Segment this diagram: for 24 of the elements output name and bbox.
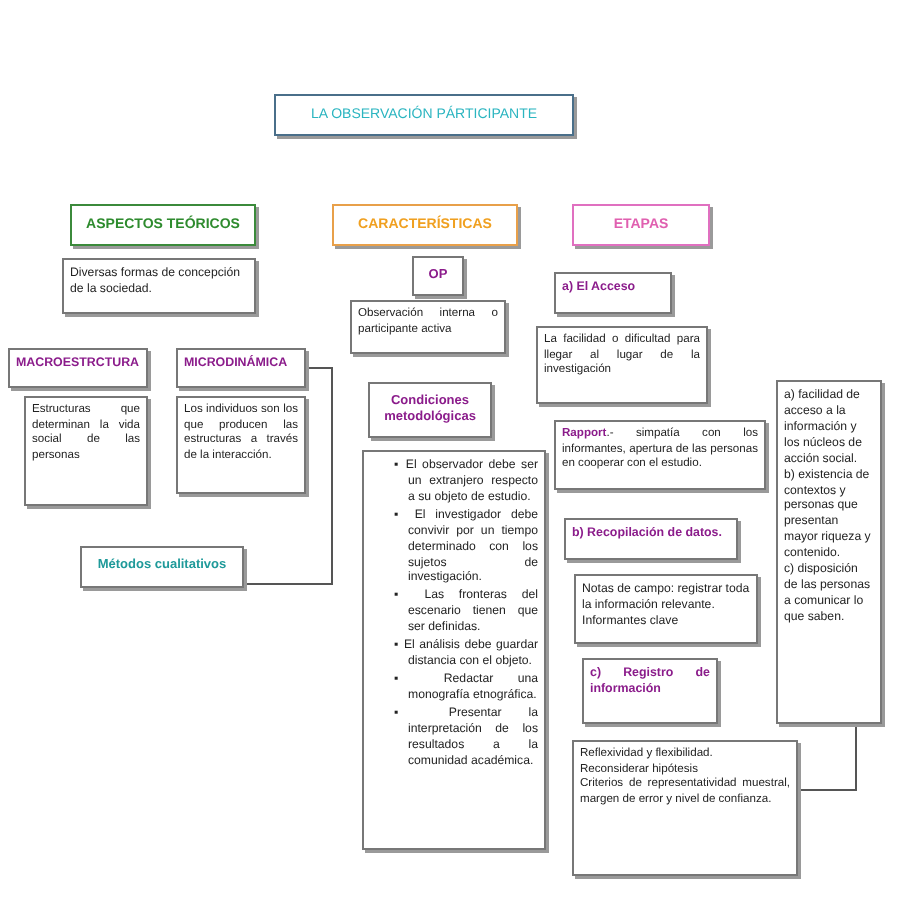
text-box bbox=[412, 256, 464, 296]
text-box bbox=[572, 204, 710, 246]
text-box bbox=[350, 300, 506, 354]
text-box bbox=[70, 204, 256, 246]
connector-line bbox=[797, 723, 857, 791]
text-box bbox=[274, 94, 574, 136]
text-box bbox=[776, 380, 882, 724]
text-box bbox=[24, 396, 148, 506]
text-box bbox=[572, 740, 798, 876]
text-box bbox=[554, 420, 766, 490]
text-box bbox=[368, 382, 492, 438]
text-box bbox=[362, 450, 546, 850]
text-box bbox=[564, 518, 738, 560]
text-box bbox=[332, 204, 518, 246]
text-box bbox=[176, 348, 306, 388]
text-box bbox=[80, 546, 244, 588]
text-box bbox=[582, 658, 718, 724]
text-box bbox=[536, 326, 708, 404]
text-box bbox=[176, 396, 306, 494]
text-box bbox=[62, 258, 256, 314]
text-box bbox=[554, 272, 672, 314]
text-box bbox=[574, 574, 758, 644]
text-box bbox=[8, 348, 148, 388]
connector-line bbox=[243, 367, 333, 585]
